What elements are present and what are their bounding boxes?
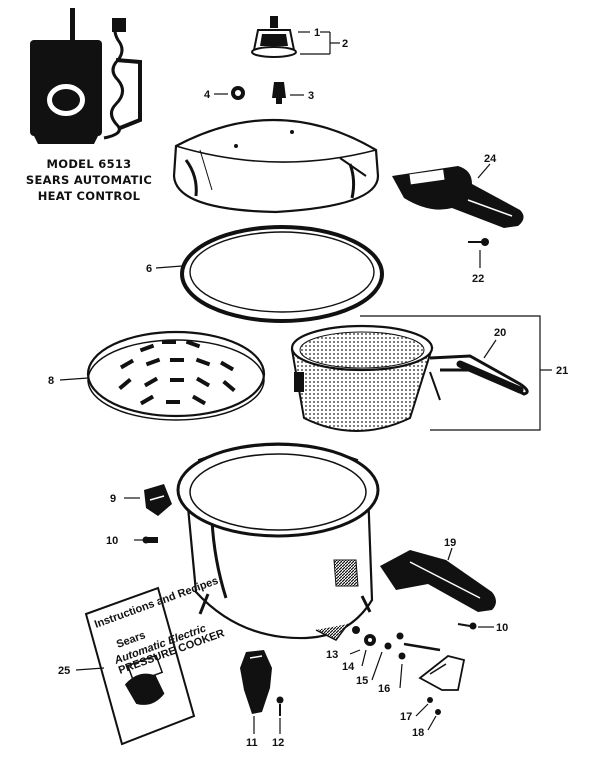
label-part-8: 8 xyxy=(48,375,54,387)
label-part-21: 21 xyxy=(556,365,568,377)
label-part-16: 16 xyxy=(378,683,390,695)
label-part-22: 22 xyxy=(472,273,484,285)
part-cover-handle xyxy=(392,163,524,228)
label-part-2: 2 xyxy=(342,38,348,50)
part-cooker-body xyxy=(176,442,380,641)
part-gasket xyxy=(155,225,384,323)
caption-heat-control: HEAT CONTROL xyxy=(37,189,141,203)
part-control-knob xyxy=(240,650,272,734)
label-part-20: 20 xyxy=(494,327,506,339)
part-rack xyxy=(59,330,266,421)
part-instruction-booklet xyxy=(75,586,196,746)
part-fry-basket xyxy=(290,315,552,432)
label-part-1: 1 xyxy=(314,27,320,39)
label-part-6: 6 xyxy=(146,263,152,275)
part-screw-10-left xyxy=(134,536,158,544)
part-safety-plug xyxy=(214,86,245,100)
caption-sears-automatic: SEARS AUTOMATIC xyxy=(25,173,153,187)
part-screw-10-right xyxy=(457,622,494,630)
part-screw-12 xyxy=(276,696,284,734)
label-part-10-left: 10 xyxy=(106,535,118,547)
label-part-18: 18 xyxy=(412,727,424,739)
label-part-4: 4 xyxy=(204,89,211,101)
part-cover xyxy=(172,118,380,214)
part-bracket-9 xyxy=(124,484,172,516)
part-pressure-regulator xyxy=(251,16,340,58)
label-part-24: 24 xyxy=(484,153,497,165)
label-part-10-right: 10 xyxy=(496,622,508,634)
heat-control-unit xyxy=(30,8,142,144)
caption-model: MODEL 6513 xyxy=(46,157,132,171)
part-hardware-set xyxy=(349,626,466,731)
label-part-19: 19 xyxy=(444,537,456,549)
label-part-15: 15 xyxy=(356,675,368,687)
label-part-25: 25 xyxy=(58,665,70,677)
part-body-handle xyxy=(380,547,496,612)
label-part-12: 12 xyxy=(272,737,284,749)
label-part-11: 11 xyxy=(246,737,258,749)
label-part-14: 14 xyxy=(342,661,355,673)
part-screw-22 xyxy=(468,238,489,268)
label-part-13: 13 xyxy=(326,649,338,661)
part-vent-pipe xyxy=(272,82,304,104)
label-part-3: 3 xyxy=(308,90,314,102)
label-part-9: 9 xyxy=(110,493,116,505)
label-part-17: 17 xyxy=(400,711,412,723)
